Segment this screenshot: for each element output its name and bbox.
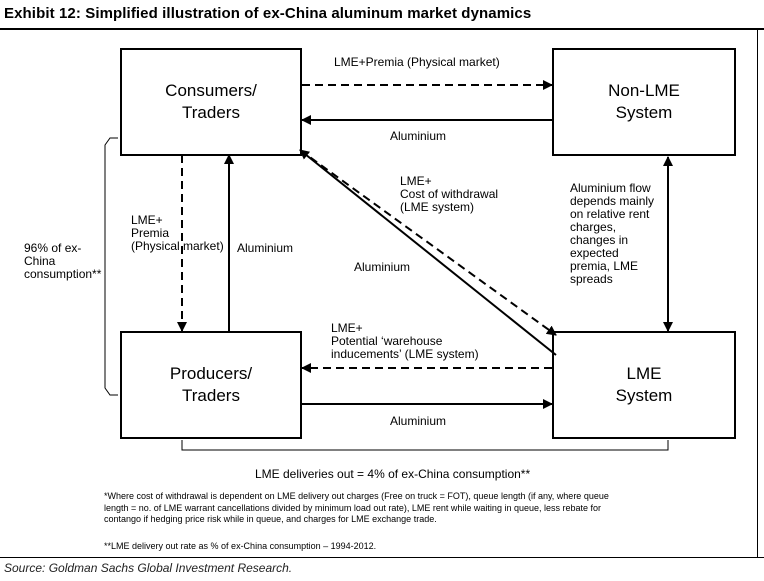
consumption-bracket <box>104 137 118 396</box>
lme-system-box: LME System <box>552 331 736 439</box>
label-aluminium-diagonal: Aluminium <box>354 260 411 274</box>
label-lme-premia-left: LME+ Premia (Physical market) <box>131 213 224 253</box>
footnote-delivery-rate: **LME delivery out rate as % of ex-China… <box>104 541 377 551</box>
label-lme-deliveries: LME deliveries out = 4% of ex-China cons… <box>255 467 531 481</box>
footnote-cost-of-withdrawal: *Where cost of withdrawal is dependent o… <box>104 491 609 524</box>
consumers-traders-box: Consumers/ Traders <box>120 48 302 156</box>
label-aluminium-up: Aluminium <box>237 241 294 255</box>
label-consumption-share: 96% of ex- China consumption** <box>24 241 102 281</box>
exhibit-title: Exhibit 12: Simplified illustration of e… <box>4 5 532 22</box>
label-lme-premia-physical: LME+Premia (Physical market) <box>334 55 500 69</box>
diagram-frame <box>0 30 758 557</box>
label-warehouse-inducements: LME+ Potential ‘warehouse inducements’ (… <box>331 321 479 361</box>
arrow-lme-to-consumers <box>299 149 557 356</box>
non-lme-system-box: Non-LME System <box>552 48 736 156</box>
producers-traders-box: Producers/ Traders <box>120 331 302 439</box>
source-line: Source: Goldman Sachs Global Investment … <box>4 561 293 575</box>
label-cost-of-withdrawal: LME+ Cost of withdrawal (LME system) <box>400 174 499 214</box>
title-rule <box>0 28 764 30</box>
deliveries-bracket <box>181 440 669 451</box>
label-aluminium-bottom: Aluminium <box>390 414 447 428</box>
arrow-consumers-to-lme <box>299 149 557 336</box>
label-aluminium-flow: Aluminium flow depends mainly on relativ… <box>570 181 655 286</box>
label-aluminium-top: Aluminium <box>390 129 447 143</box>
source-rule <box>0 557 764 558</box>
